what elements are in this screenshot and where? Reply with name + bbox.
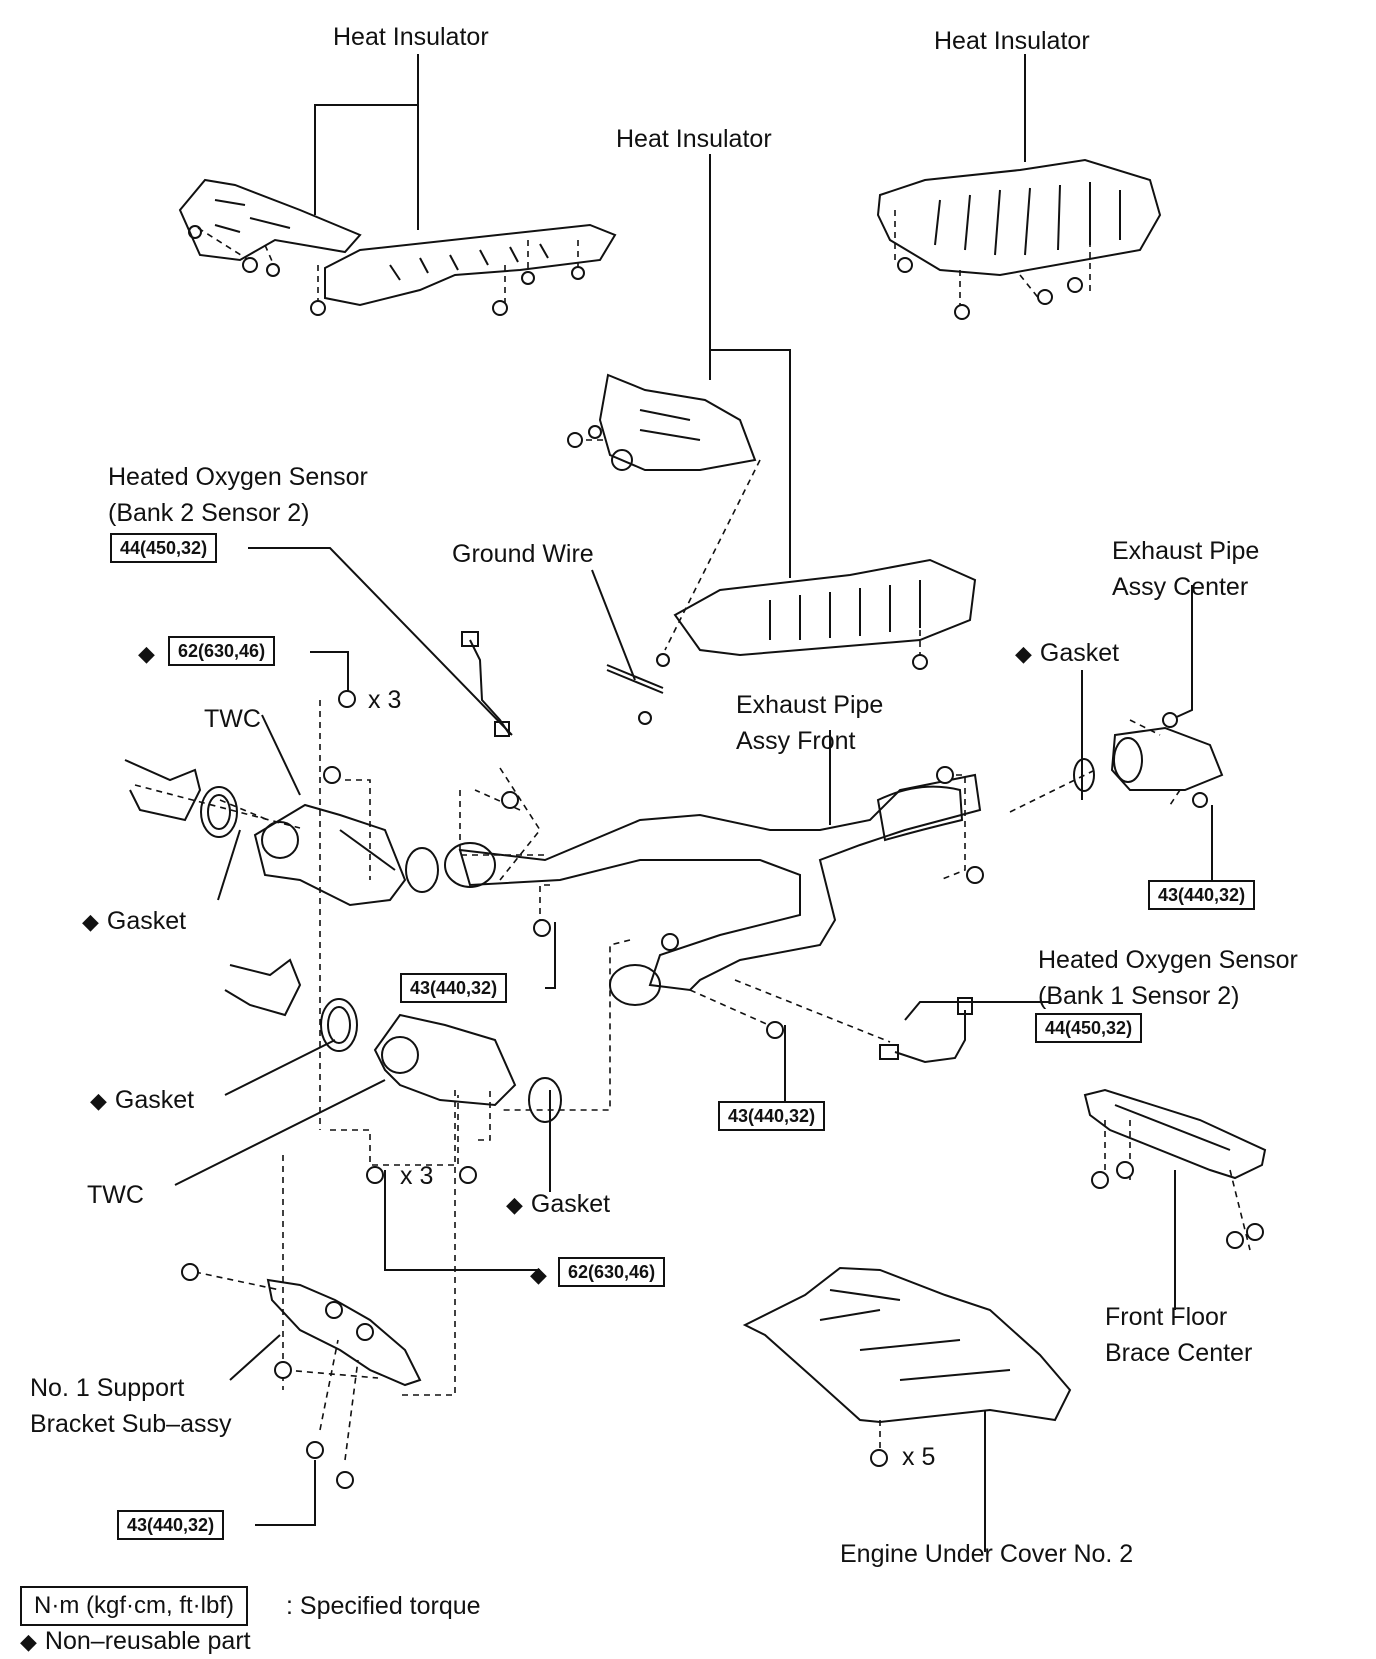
torque-62-lower-group: ◆ [530,1257,555,1292]
nonreusable-diamond-icon: ◆ [20,1629,37,1654]
exhaust-center-label-line1: Exhaust Pipe [1112,537,1260,565]
front-floor-brace [1083,1088,1267,1180]
nonreusable-diamond-icon: ◆ [530,1262,547,1287]
heat-insulator-label-right: Heat Insulator [934,27,1090,55]
legend-nonreusable: ◆Non–reusable part [20,1627,251,1655]
engine-under-cover [742,1266,1072,1424]
manifold-flanges [124,759,302,1017]
twc-upper-label: TWC [204,705,261,733]
nonreusable-diamond-icon: ◆ [1015,641,1032,666]
ho2-bank1-label-line1: Heated Oxygen Sensor [1038,946,1298,974]
torque-62-upper-group: ◆ [138,636,163,671]
heat-insulator-center-small [598,373,757,471]
legend-torque-desc: : Specified torque [286,1592,481,1620]
ground-wire-label: Ground Wire [452,540,594,568]
heat-insulator-label-center: Heat Insulator [616,125,772,153]
support-bracket-label-line1: No. 1 Support [30,1374,185,1402]
torque-43-mid-left: 43(440,32) [400,973,508,1003]
nonreusable-diamond-icon: ◆ [138,641,155,666]
heat-insulator-long-left [324,223,617,307]
assembly-dash-lines [134,210,1251,1461]
torque-43-right: 43(440,32) [1148,880,1256,910]
legend-torque-unit: N·m (kgf·cm, ft·lbf) [20,1586,248,1626]
gaskets [200,758,1095,1123]
front-floor-label-line2: Brace Center [1105,1339,1253,1367]
oxygen-sensor-bank1 [879,997,973,1064]
torque-44-lower: 44(450,32) [1035,1013,1143,1043]
ground-wire-part [606,664,664,694]
nonreusable-diamond-icon: ◆ [506,1192,523,1217]
x3-upper-label: x 3 [368,686,402,714]
support-bracket [266,1278,422,1387]
ho2-bank1-label-line2: (Bank 1 Sensor 2) [1038,982,1240,1010]
exhaust-pipe-center [1110,726,1224,791]
twc-upper [253,803,407,907]
support-bracket-label-line2: Bracket Sub–assy [30,1410,232,1438]
torque-43-bottom: 43(440,32) [117,1510,225,1540]
heat-insulator-small-left [178,178,362,262]
gasket-label-upper-right: ◆Gasket [1015,639,1120,667]
oxygen-sensor-bank2 [461,631,511,737]
fasteners [181,257,1264,1489]
front-floor-label-line1: Front Floor [1105,1303,1228,1331]
ho2-bank2-label-line1: Heated Oxygen Sensor [108,463,368,491]
heat-insulator-label-left: Heat Insulator [333,23,489,51]
torque-43-mid: 43(440,32) [718,1101,826,1131]
nonreusable-diamond-icon: ◆ [90,1088,107,1113]
leader-lines [174,54,1213,1552]
exhaust-front-label-line2: Assy Front [736,727,856,755]
torque-62-lower: 62(630,46) [558,1257,666,1287]
twc-lower [373,1013,517,1107]
gasket-label-left-upper: ◆Gasket [82,907,187,935]
gasket-label-left-lower: ◆Gasket [90,1086,195,1114]
exhaust-pipe-front [444,773,982,1006]
gasket-label-lower-mid: ◆Gasket [506,1190,611,1218]
torque-44-upper: 44(450,32) [110,533,218,563]
exhaust-center-label-line2: Assy Center [1112,573,1249,601]
heat-insulator-center-long [673,558,977,657]
exhaust-front-label-line1: Exhaust Pipe [736,691,884,719]
heat-insulator-large-right [876,158,1162,277]
ho2-bank2-label-line2: (Bank 2 Sensor 2) [108,499,310,527]
x5-label: x 5 [902,1443,936,1471]
torque-62-upper: 62(630,46) [168,636,276,666]
nonreusable-diamond-icon: ◆ [82,909,99,934]
twc-lower-label: TWC [87,1181,144,1209]
x3-lower-label: x 3 [400,1162,434,1190]
engine-under-cover-label: Engine Under Cover No. 2 [840,1540,1134,1568]
